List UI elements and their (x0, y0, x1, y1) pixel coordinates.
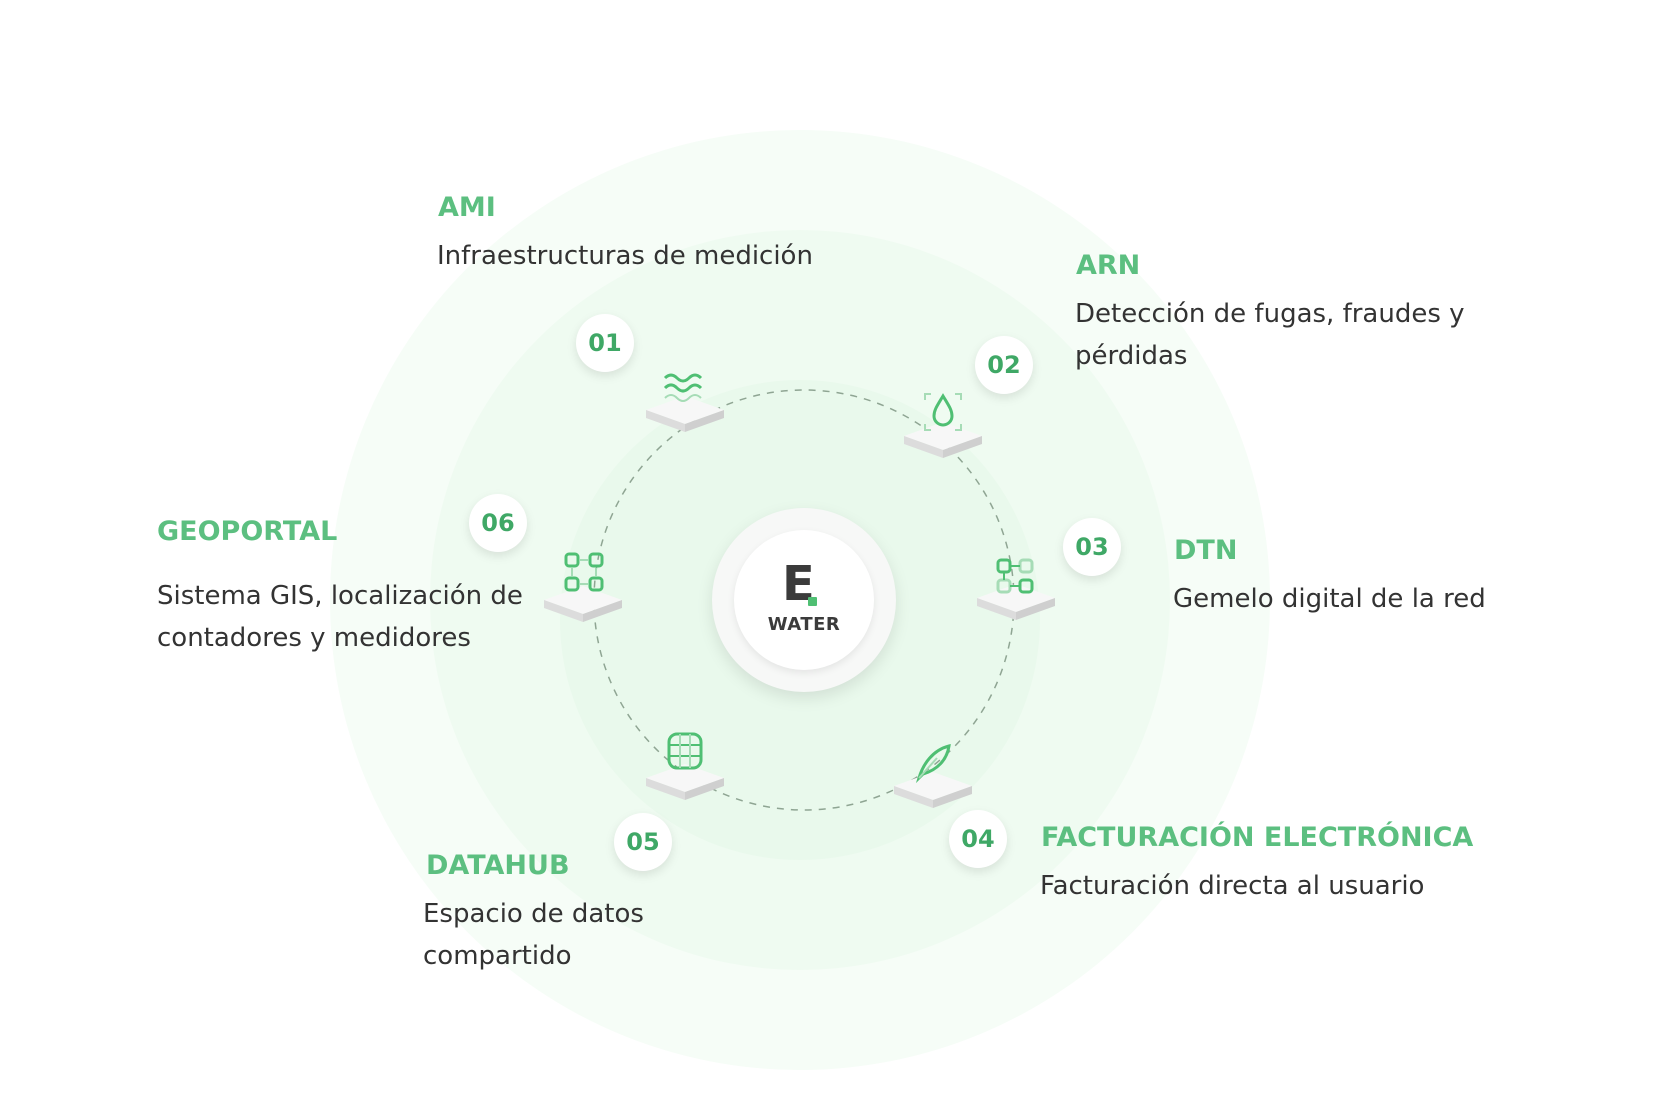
database-icon (667, 732, 703, 770)
module-06-badge: 06 (469, 494, 527, 552)
module-06-title: GEOPORTAL (157, 516, 338, 547)
waves-icon (663, 373, 703, 402)
module-04-tile (894, 772, 972, 808)
module-05-title: DATAHUB (426, 850, 570, 881)
module-05-description: Espacio de datos compartido (423, 899, 644, 971)
module-02-badge: 02 (975, 336, 1033, 394)
module-01-title: AMI (438, 192, 496, 223)
module-06-tile (544, 586, 622, 622)
gis-map-icon (564, 552, 604, 592)
module-04-title: FACTURACIÓN ELECTRÓNICA (1041, 822, 1474, 853)
module-02-title: ARN (1076, 250, 1141, 281)
module-03-tile (977, 584, 1055, 620)
module-04-description: Facturación directa al usuario (1040, 871, 1425, 901)
hub-logo-dot (808, 597, 817, 606)
module-01-badge: 01 (576, 314, 634, 372)
module-05-badge: 05 (614, 813, 672, 871)
network-twin-icon (996, 558, 1034, 594)
module-01-tile (646, 396, 724, 432)
water-drop-icon (924, 393, 962, 431)
hub-logo (734, 530, 874, 670)
module-05-tile (646, 764, 724, 800)
module-04-badge: 04 (949, 810, 1007, 868)
module-06-description: Sistema GIS, localización de contadores … (157, 581, 523, 653)
module-03-badge: 03 (1063, 518, 1121, 576)
module-03-title: DTN (1174, 535, 1238, 566)
module-02-description: Detección de fugas, fraudes y pérdidas (1075, 299, 1465, 371)
module-02-tile (904, 422, 982, 458)
module-03-description: Gemelo digital de la red (1173, 584, 1486, 614)
module-01-description: Infraestructuras de medición (437, 241, 813, 271)
hub-logo-label: WATER (767, 614, 841, 635)
feather-pen-icon (915, 744, 951, 784)
